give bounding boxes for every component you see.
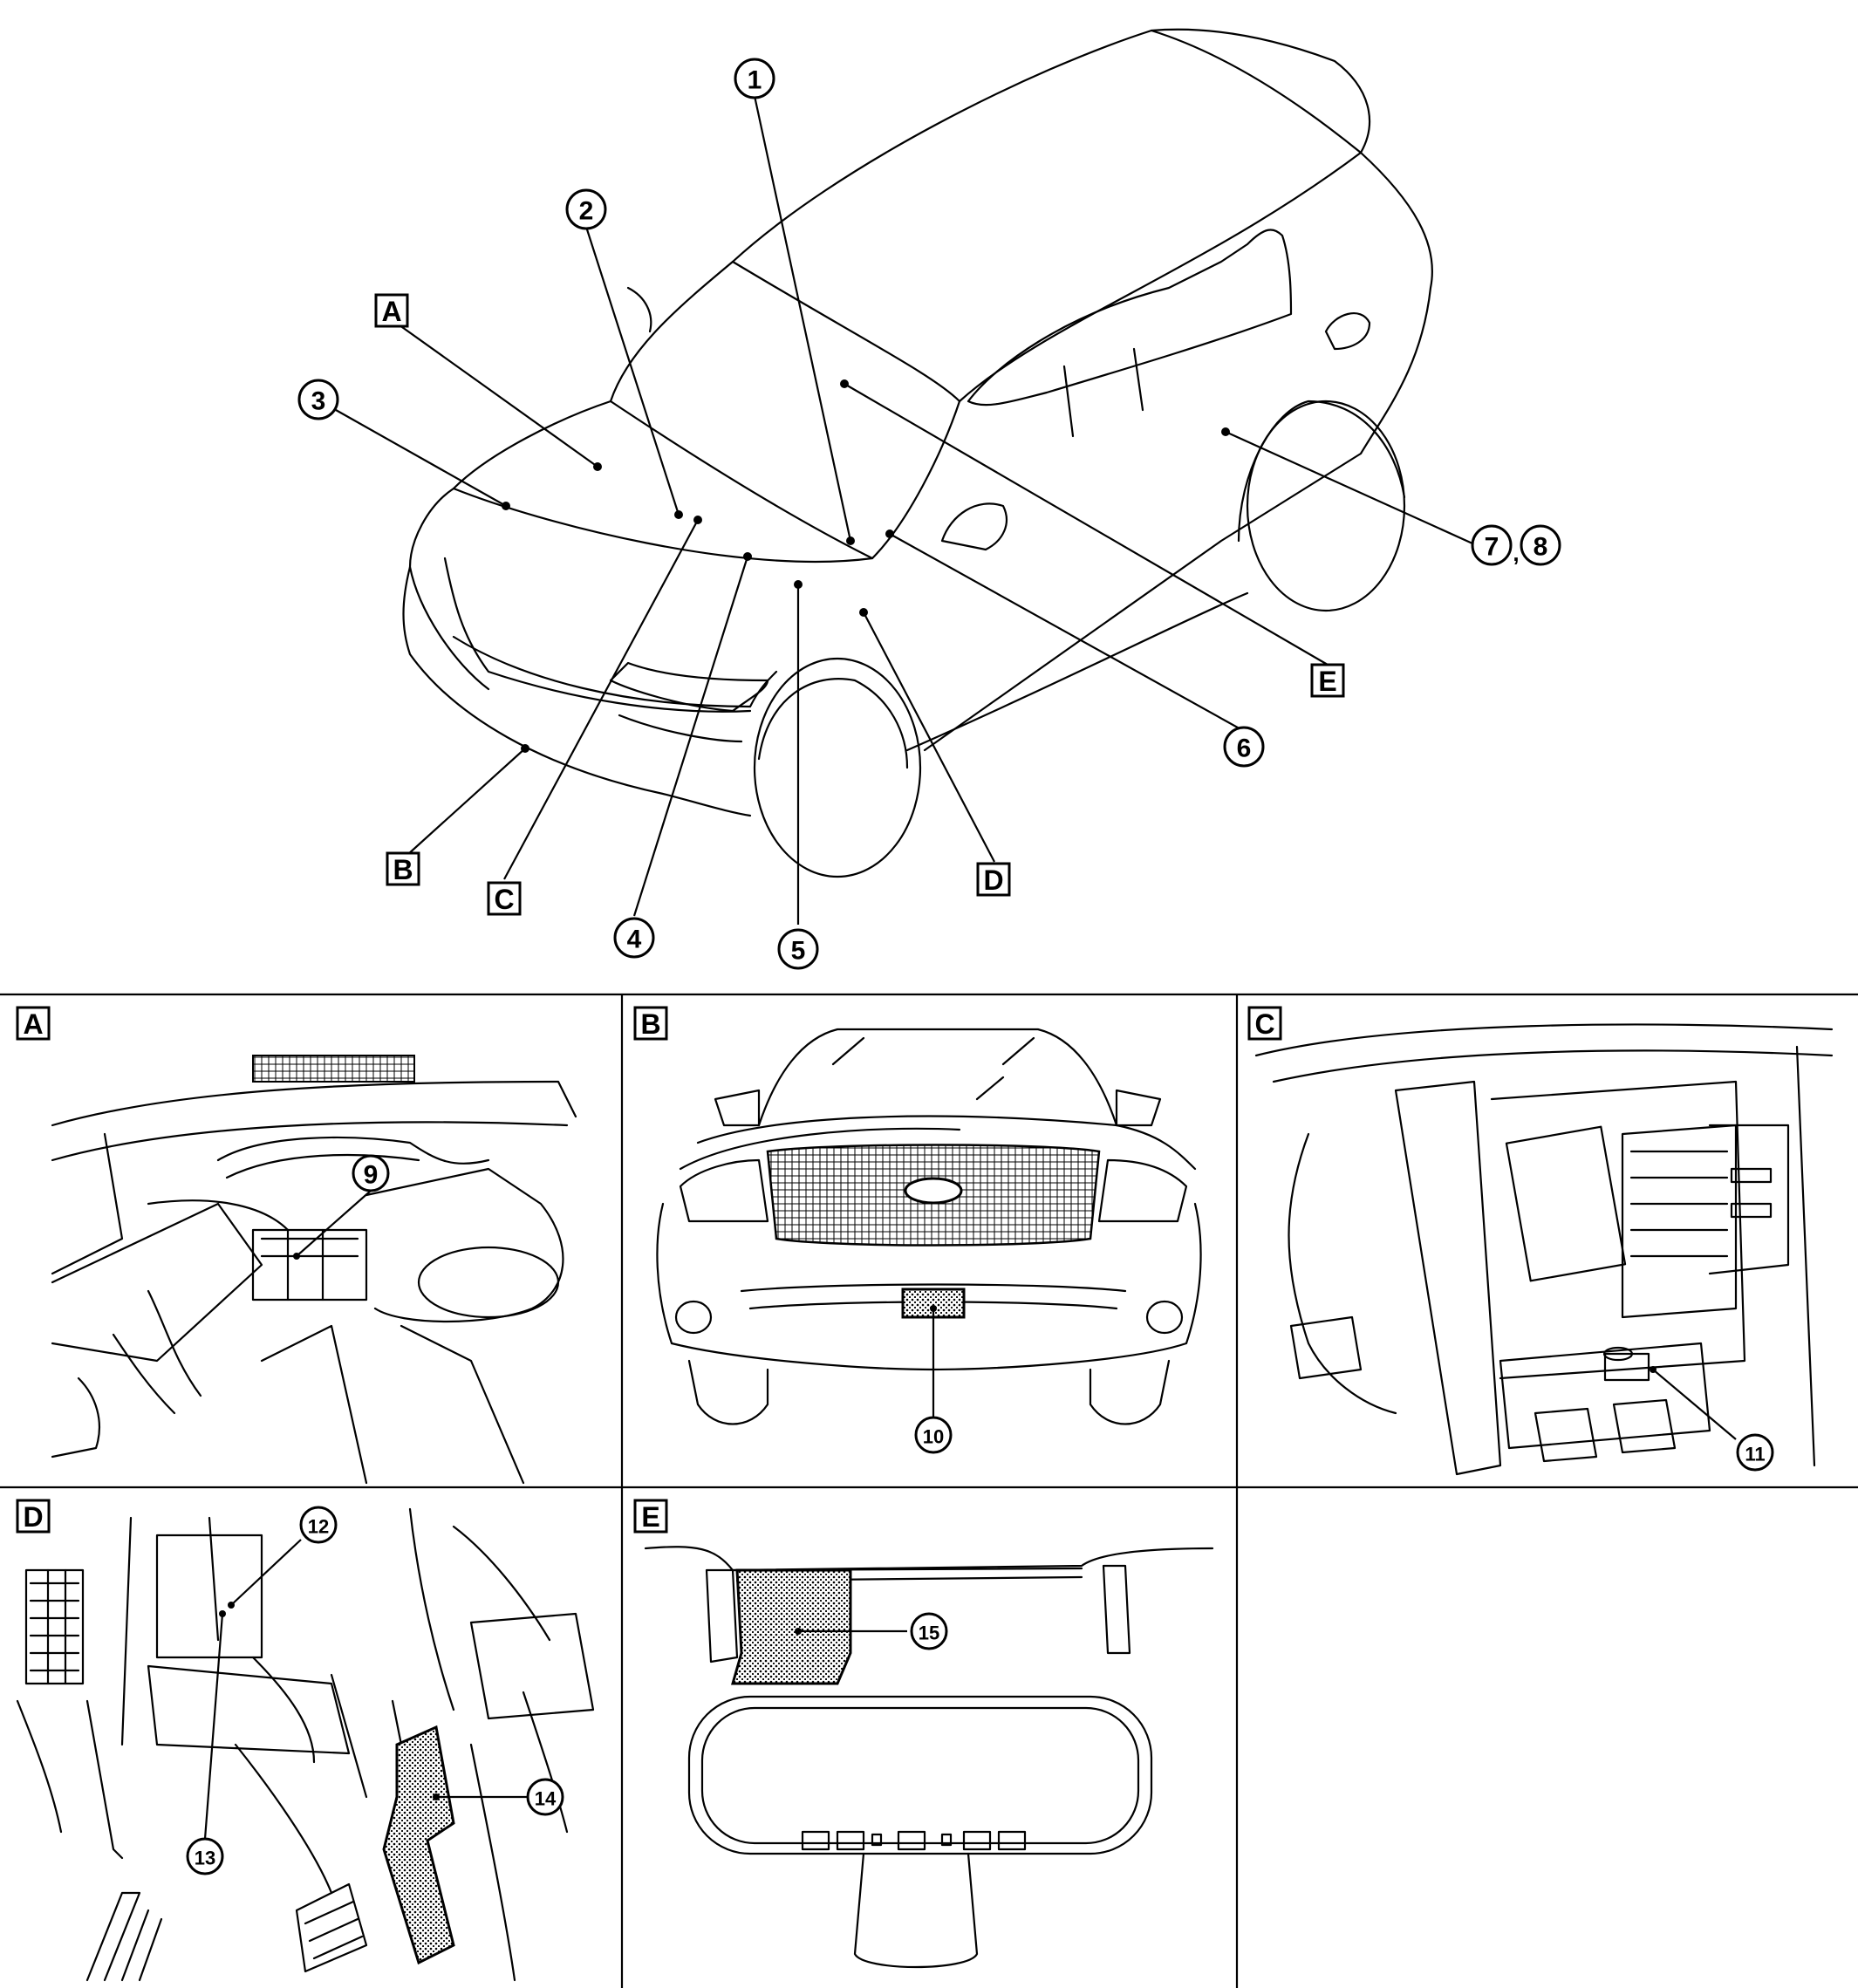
svg-text:A: A bbox=[23, 1008, 43, 1040]
callout-9: 9 bbox=[364, 1161, 379, 1190]
view-label-c-main: C bbox=[487, 881, 522, 916]
view-label-e-main: E bbox=[1310, 663, 1345, 698]
svg-text:8: 8 bbox=[1534, 533, 1548, 562]
svg-text:6: 6 bbox=[1237, 734, 1252, 763]
view-label-a-main: A bbox=[374, 293, 409, 328]
svg-text:E: E bbox=[641, 1501, 659, 1533]
detail-panel-d: D 12 13 bbox=[16, 1499, 595, 1982]
svg-text:2: 2 bbox=[579, 197, 594, 226]
vehicle-overview bbox=[402, 28, 1433, 878]
svg-text:D: D bbox=[983, 864, 1003, 896]
svg-text:D: D bbox=[23, 1501, 43, 1533]
callout-12: 12 bbox=[308, 1516, 329, 1538]
svg-text:E: E bbox=[1318, 666, 1336, 697]
svg-text:B: B bbox=[640, 1008, 660, 1040]
svg-text:C: C bbox=[494, 884, 514, 915]
svg-text:C: C bbox=[1254, 1008, 1274, 1040]
svg-text:A: A bbox=[381, 296, 401, 327]
main-leader-lines bbox=[335, 95, 1473, 925]
callout-10: 10 bbox=[923, 1426, 944, 1448]
callout-6: 6 bbox=[1223, 726, 1265, 768]
callout-5: 5 bbox=[777, 928, 819, 970]
svg-text:7: 7 bbox=[1485, 533, 1499, 562]
view-label-b-main: B bbox=[386, 851, 420, 886]
callout-2: 2 bbox=[565, 188, 607, 230]
callout-11: 11 bbox=[1745, 1444, 1765, 1465]
callout-1: 1 bbox=[734, 58, 775, 99]
callout-3: 3 bbox=[297, 379, 339, 420]
callout-4: 4 bbox=[613, 917, 655, 959]
svg-text:B: B bbox=[393, 854, 413, 885]
callout-8: 8 bbox=[1520, 524, 1561, 566]
callout-separator: , bbox=[1513, 540, 1519, 566]
callout-7: 7 bbox=[1471, 524, 1513, 566]
svg-text:5: 5 bbox=[791, 937, 806, 966]
svg-text:4: 4 bbox=[627, 926, 642, 954]
svg-text:3: 3 bbox=[311, 387, 326, 416]
callout-14: 14 bbox=[535, 1788, 557, 1810]
detail-grid bbox=[0, 993, 1858, 1988]
svg-text:1: 1 bbox=[748, 66, 762, 95]
callout-15: 15 bbox=[919, 1623, 939, 1644]
detail-panel-e: E 15 bbox=[633, 1499, 1214, 1969]
detail-panel-c: C 11 bbox=[1247, 1006, 1834, 1476]
detail-panel-a: A 9 bbox=[16, 1006, 577, 1485]
view-label-d-main: D bbox=[976, 862, 1011, 897]
detail-panel-b: B 10 bbox=[633, 1006, 1202, 1454]
callout-13: 13 bbox=[195, 1848, 215, 1869]
